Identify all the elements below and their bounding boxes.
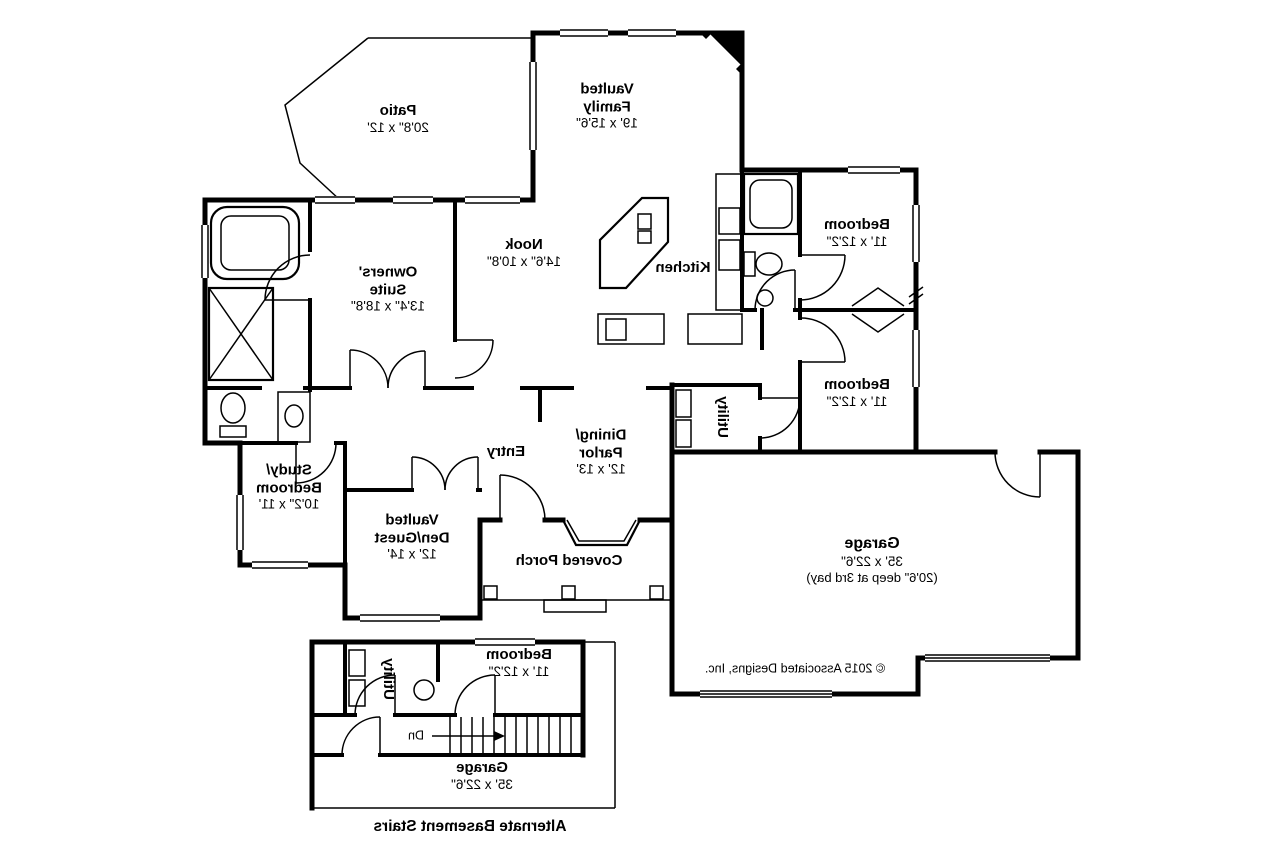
room-name: Family [583,98,631,116]
room-label-kitchen: Kitchen [655,259,710,277]
room-label-bedroom-top: Bedroom 11' x 12'2" [824,216,890,250]
room-label-entry: Entry [487,443,525,461]
room-dims: 13'4" x 18'8" [350,298,426,314]
room-name: Vaulted [385,511,439,529]
room-label-den-guest: Vaulted Den/Guest 12' x 14' [374,511,449,562]
room-dims: 11' x 12'2" [826,393,888,409]
inset-room-label-garage: Garage 35' x 22'6" [451,759,513,793]
room-dims: 11' x 12'2" [488,663,550,679]
room-label-patio: Patio 20'8" x 12' [367,102,429,136]
room-name: Utility [379,658,397,700]
room-name: Patio [379,102,417,120]
windows [201,29,1050,698]
room-label-utility: Utility [713,396,731,438]
room-name: Bedroom [256,479,322,497]
room-label-bedroom-mid: Bedroom 11' x 12'2" [824,376,890,410]
room-label-dining: Dining/ Parlor 12' x 13' [576,426,627,477]
room-dims: 35' x 22'6" [841,553,903,569]
room-dims: 14'6" x 10'8" [486,253,562,269]
room-name: Bedroom [486,646,552,664]
room-label-family: Vaulted Family 19' x 15'6" [576,80,638,131]
room-dims: 19' x 15'6" [576,115,638,131]
room-name: Suite [369,281,407,299]
room-name: Garage [456,759,508,777]
room-label-nook: Nook 14'6" x 10'8" [487,236,561,270]
room-label-covered-porch: Covered Porch [516,552,623,570]
exterior-walls [202,30,1081,697]
inset-room-label-bedroom: Bedroom 11' x 12'2" [486,646,552,680]
room-name: Vaulted [580,80,634,98]
room-note: (20'6" deep at 3rd bay) [806,569,938,585]
room-dims: 12' x 13' [576,461,626,477]
inset-caption: Alternate Basement Stairs [373,817,567,835]
toilet-icon [220,392,246,424]
room-dims: 35' x 22'6" [451,776,513,792]
room-name: Owners' [358,263,418,281]
inset-plan [309,638,616,811]
shower [207,286,275,382]
room-name: Parlor [579,444,623,462]
room-name: Bedroom [824,376,890,394]
room-dims: 12' x 14' [387,546,437,562]
room-name: Covered Porch [515,552,623,570]
room-name: Nook [505,236,543,254]
room-name: Den/Guest [374,529,450,547]
copyright-text: © 2015 Associated Designs, Inc. [704,661,886,676]
room-label-owners-suite: Owners' Suite 13'4" x 18'8" [351,263,425,314]
room-name: Dining/ [575,426,627,444]
doors [264,254,1041,521]
room-name: Garage [844,534,900,552]
room-name: Utility [713,396,731,438]
room-dims: 10'2" x 11' [258,496,320,512]
inset-stairs-dn-label: Dn [408,728,424,743]
stairs-hatch [449,717,572,753]
room-name: Kitchen [655,259,711,277]
fixtures [207,33,905,613]
patio-outline [284,37,533,201]
room-name: Study/ [266,461,312,479]
inset-room-label-utility: Utility [379,658,397,700]
room-name: Bedroom [824,216,890,234]
room-dims: 11' x 12'2" [826,233,888,249]
room-dims: 20'8" x 12' [367,119,429,135]
room-name: Entry [486,443,526,461]
room-label-study: Study/ Bedroom 10'2" x 11' [256,461,322,512]
room-label-garage: Garage 35' x 22'6" (20'6" deep at 3rd ba… [806,535,937,585]
